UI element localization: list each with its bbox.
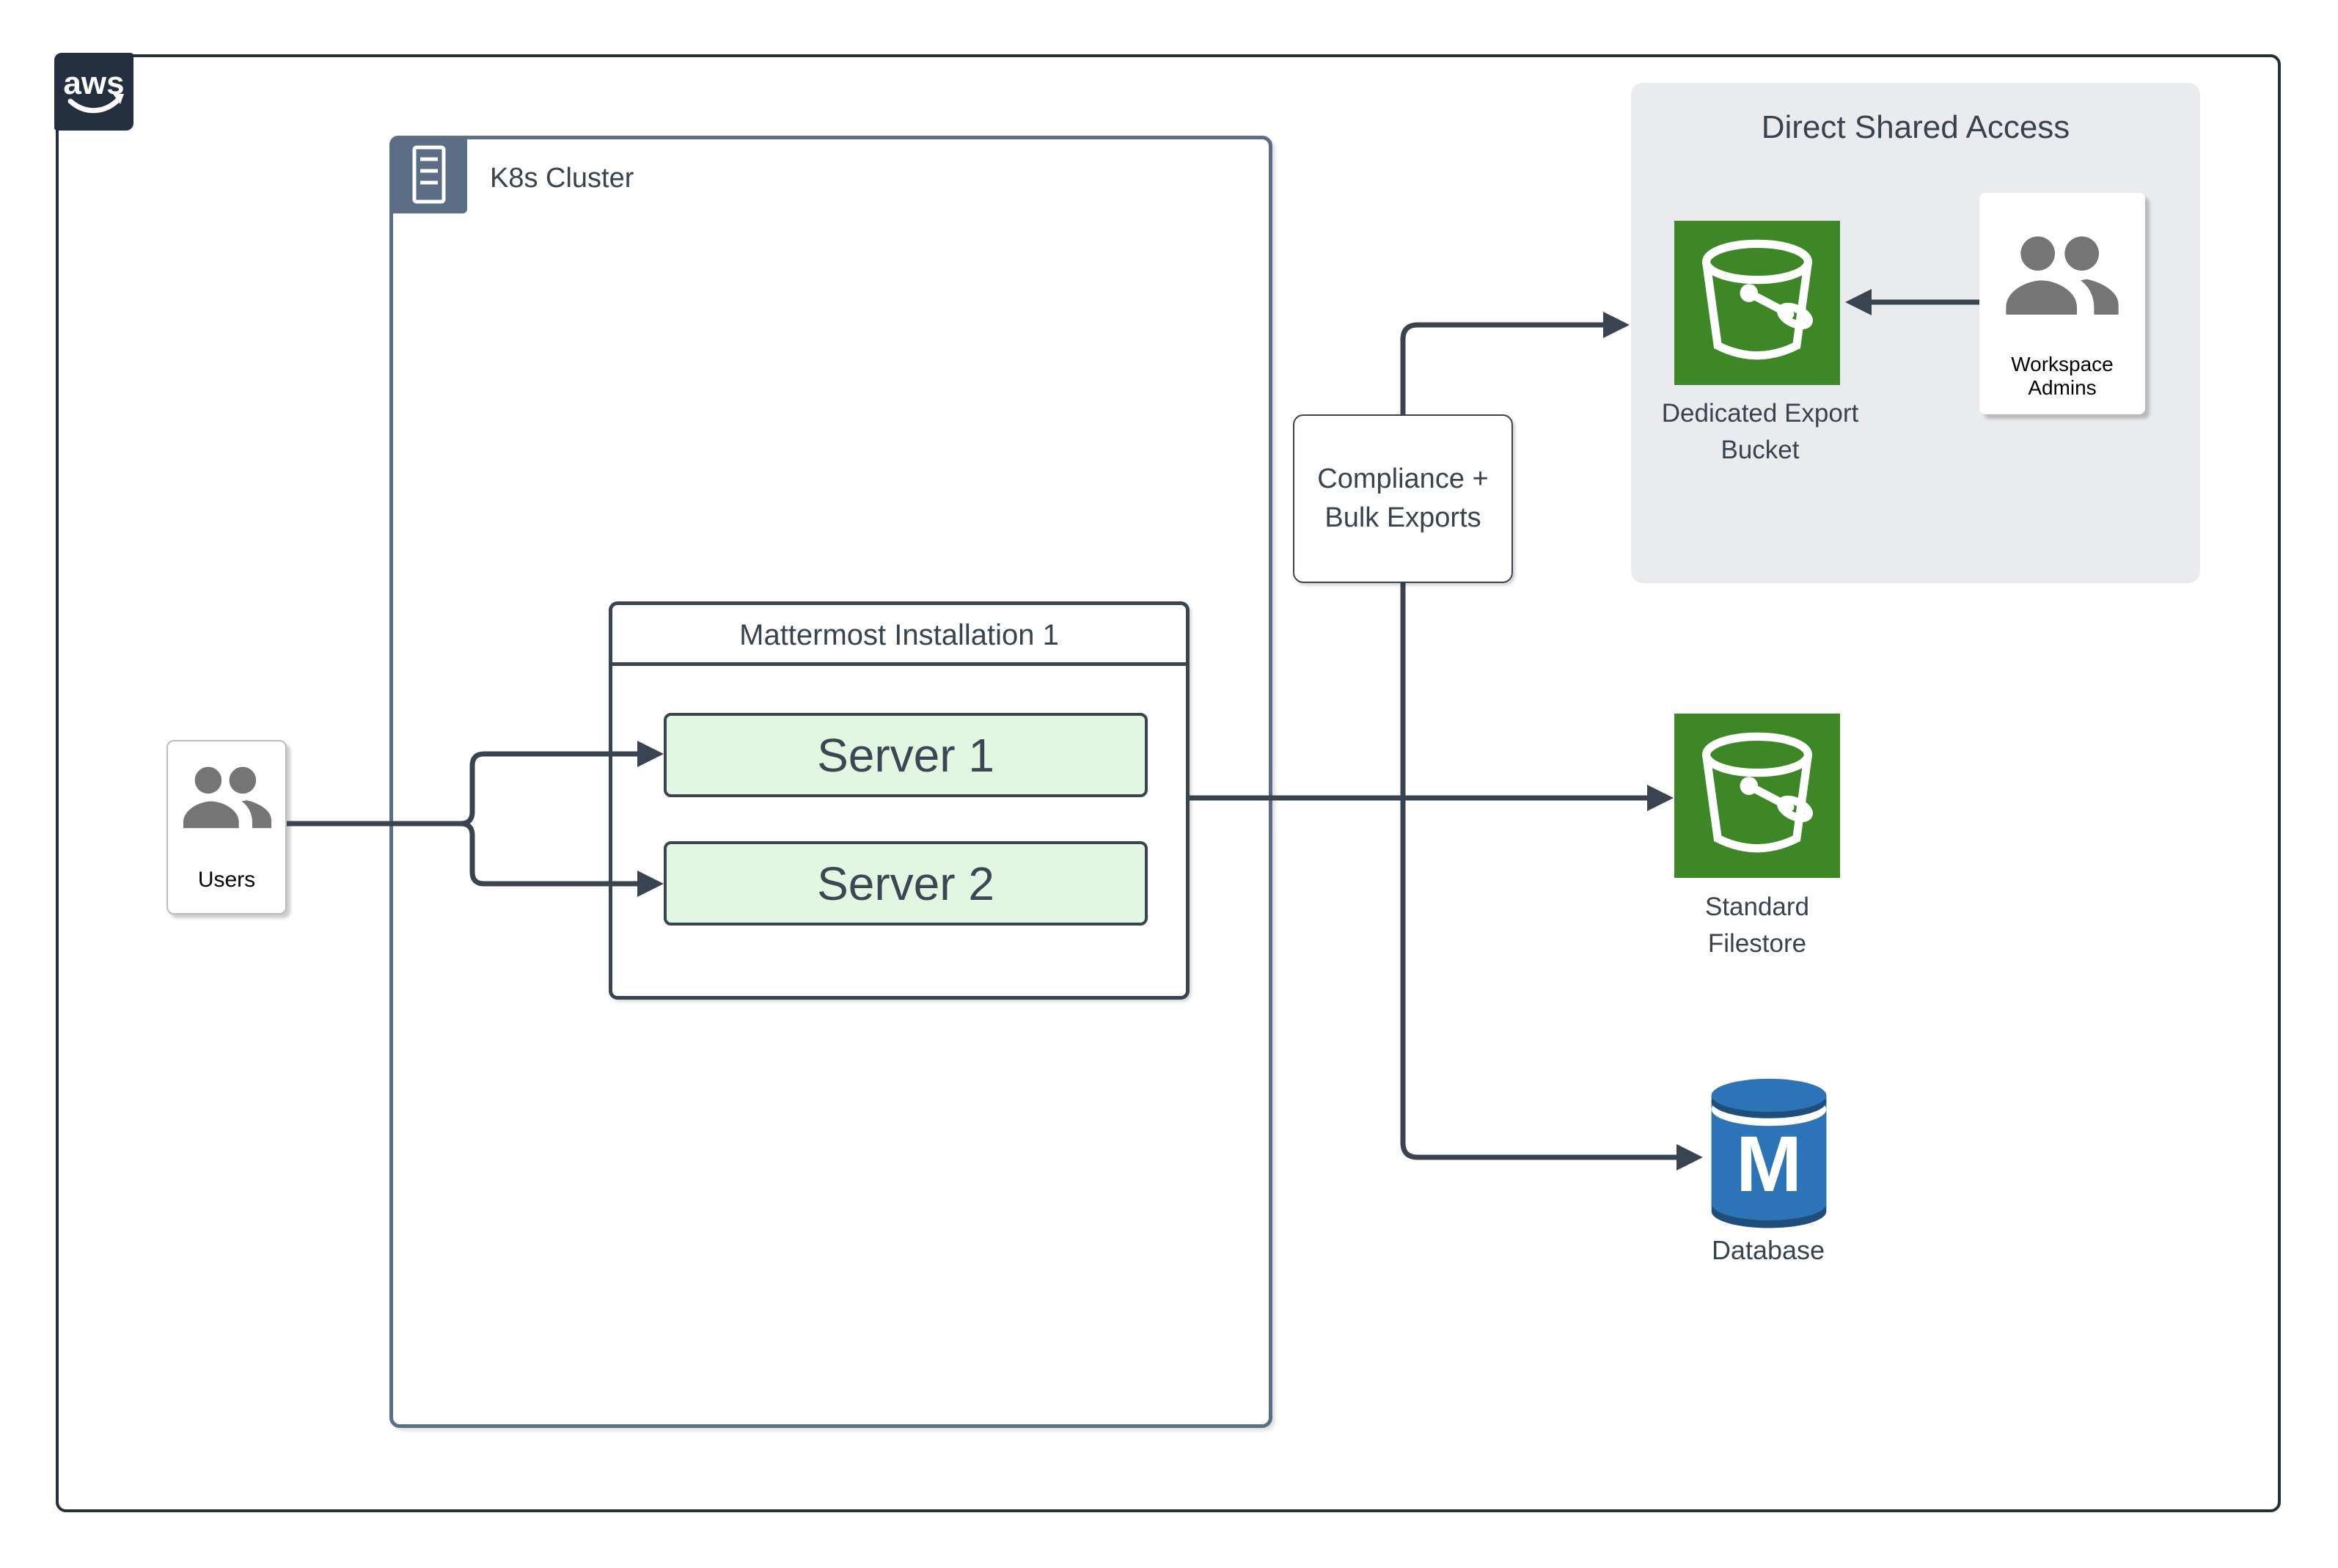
compliance-label-line1: Compliance +: [1317, 464, 1489, 494]
standard-filestore-bucket: [1674, 714, 1840, 878]
database-icon-letter: M: [1736, 1119, 1802, 1208]
s3-bucket-icon: [1701, 732, 1813, 853]
server-node-1: Server 1: [664, 713, 1148, 797]
users-icon: [183, 766, 272, 829]
workspace-admins-card: Workspace Admins: [1979, 193, 2145, 414]
compliance-label-line2: Bulk Exports: [1324, 502, 1481, 533]
workspace-admins-label: Workspace Admins: [2011, 353, 2114, 399]
dedicated-export-bucket-label: Dedicated Export Bucket: [1569, 395, 1951, 469]
users-card: Users: [166, 740, 287, 915]
dedicated-export-bucket-label-line2: Bucket: [1720, 436, 1800, 464]
database-icon: M: [1711, 1078, 1827, 1228]
users-label: Users: [197, 868, 256, 892]
server-rack-icon: [412, 145, 446, 204]
standard-filestore-label: Standard Filestore: [1566, 889, 1948, 962]
aws-logo: aws: [54, 53, 133, 131]
standard-filestore-label-line1: Standard: [1704, 893, 1810, 921]
dedicated-export-bucket-label-line1: Dedicated Export: [1661, 399, 1859, 428]
k8s-cluster-label: K8s Cluster: [490, 163, 634, 194]
dedicated-export-bucket: [1674, 221, 1840, 385]
workspace-admins-icon: [2006, 236, 2119, 315]
k8s-corner-badge: [389, 136, 467, 213]
direct-shared-access-title: Direct Shared Access: [1761, 109, 2070, 145]
compliance-bulk-exports-box: Compliance + Bulk Exports: [1293, 414, 1513, 583]
s3-bucket-icon: [1701, 239, 1813, 360]
mattermost-installation-box: Mattermost Installation 1: [609, 601, 1190, 1000]
server-node-2: Server 2: [664, 841, 1148, 926]
standard-filestore-label-line2: Filestore: [1707, 929, 1807, 958]
database-label: Database: [1711, 1235, 1825, 1265]
mattermost-installation-title: Mattermost Installation 1: [612, 605, 1186, 666]
aws-smile-logo-icon: aws: [63, 65, 125, 114]
diagram-outer-border: [56, 54, 2281, 1512]
